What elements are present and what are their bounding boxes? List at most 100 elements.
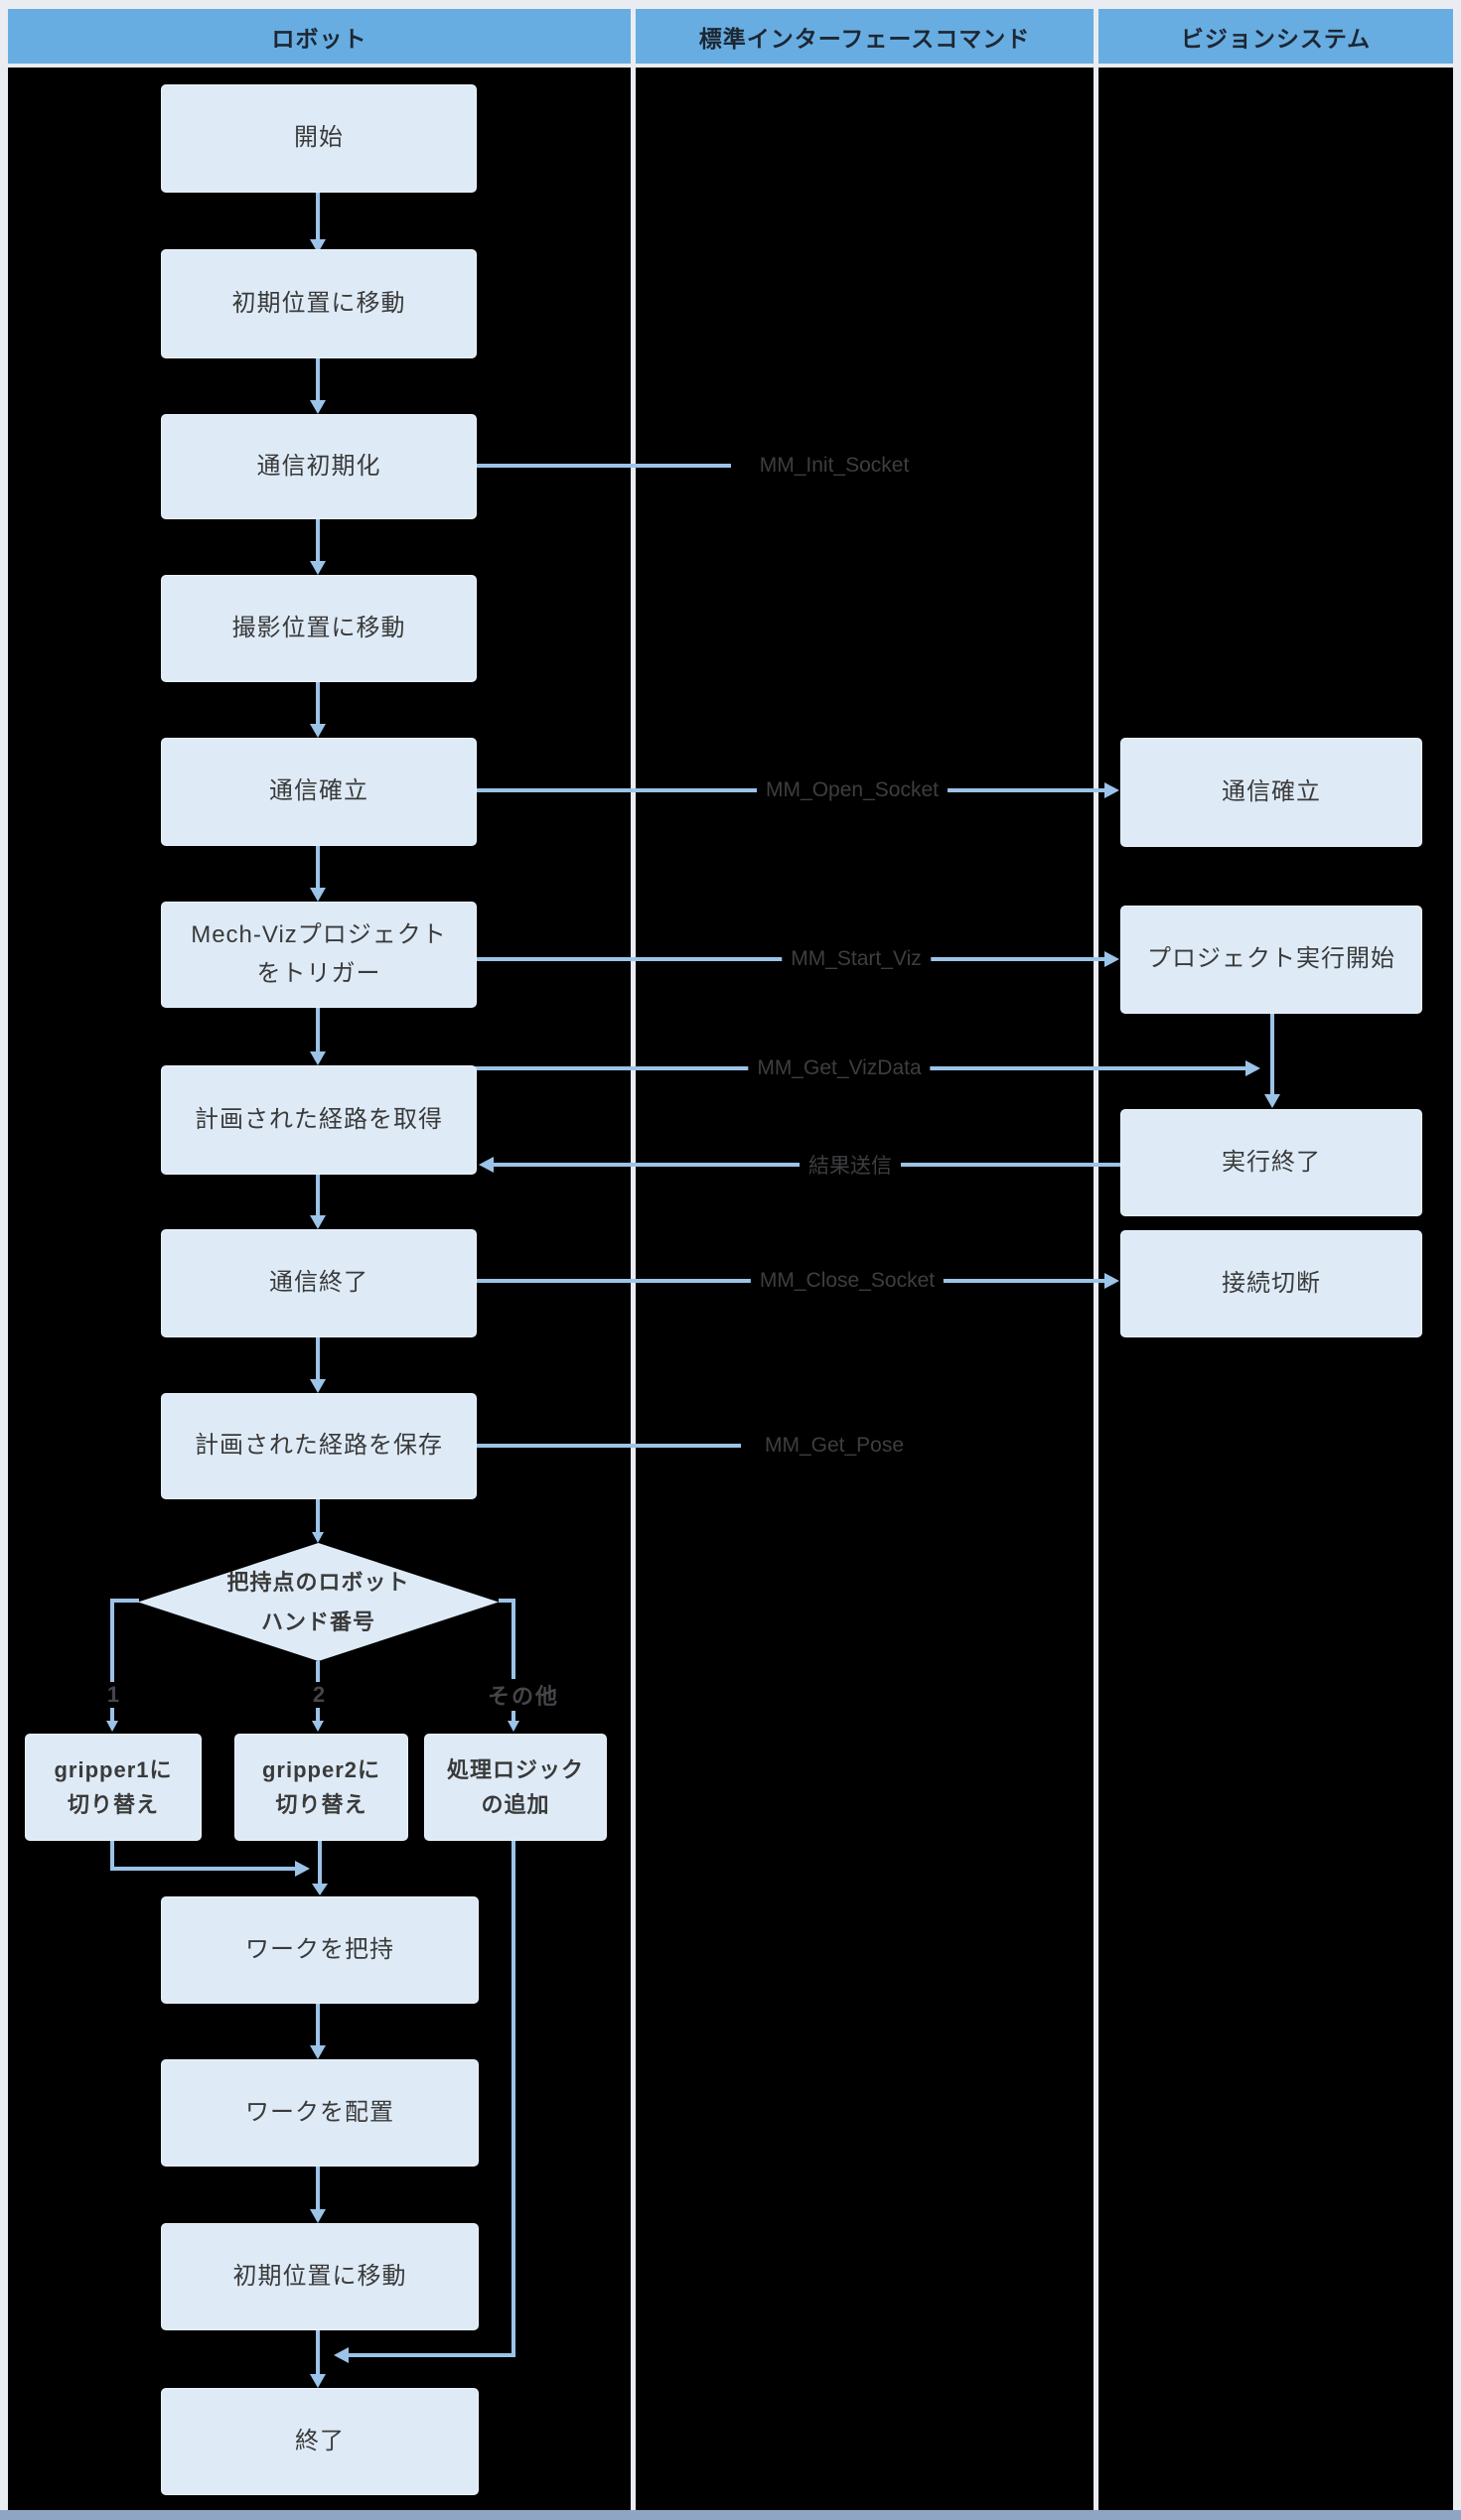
label-mm-start-viz: MM_Start_Viz bbox=[782, 945, 931, 973]
label-mm-init-socket-text: MM_Init_Socket bbox=[759, 454, 910, 477]
label-mm-start-viz-text: MM_Start_Viz bbox=[791, 947, 922, 970]
label-branch-other: その他 bbox=[482, 1679, 565, 1711]
lane-header-vision: ビジョンシステム bbox=[1098, 9, 1453, 64]
arrowhead-move2 bbox=[310, 2209, 326, 2223]
arrowhead-branch2 bbox=[312, 1721, 324, 1732]
node-get-planned-path: 計画された経路を取得 bbox=[161, 1065, 477, 1175]
arrowhead-gripper2 bbox=[312, 1884, 328, 1895]
arrowhead-close bbox=[310, 1215, 326, 1229]
node-switch-gripper1: gripper1に 切り替え bbox=[25, 1734, 202, 1841]
node-move-to-initial: 初期位置に移動 bbox=[161, 249, 477, 358]
label-mm-close-socket-text: MM_Close_Socket bbox=[759, 1269, 936, 1292]
node-vision-disconnect: 接続切断 bbox=[1120, 1230, 1422, 1337]
label-branch-1: 1 bbox=[101, 1682, 127, 1708]
arrowhead-establish bbox=[310, 724, 326, 738]
arrowhead-close-socket bbox=[1104, 1273, 1119, 1289]
label-mm-get-vizdata: MM_Get_VizData bbox=[748, 1054, 931, 1082]
node-vision-disconnect-label: 接続切断 bbox=[1222, 1269, 1321, 1297]
arrowhead-otherlogic-merge bbox=[334, 2347, 349, 2363]
arrowhead-capture bbox=[310, 561, 326, 575]
lane-divider-1 bbox=[631, 9, 636, 2510]
node-save-planned-path-label: 計画された経路を保存 bbox=[195, 1432, 443, 1460]
arrowhead-trigger bbox=[310, 888, 326, 902]
node-start-label: 開始 bbox=[294, 124, 344, 152]
node-vision-project-start-label: プロジェクト実行開始 bbox=[1147, 945, 1395, 973]
node-gripper-decision-label: 把持点のロボット ハンド番号 bbox=[226, 1569, 410, 1634]
lane-header-commands: 標準インターフェースコマンド bbox=[636, 9, 1094, 64]
lane-divider-2 bbox=[1094, 9, 1098, 2510]
node-switch-gripper1-label: gripper1に 切り替え bbox=[54, 1756, 173, 1817]
arrowhead-gripper1-merge bbox=[295, 1861, 310, 1877]
node-end-label: 終了 bbox=[295, 2427, 345, 2454]
node-move-to-capture-label: 撮影位置に移動 bbox=[231, 614, 406, 641]
node-establish-communication-label: 通信確立 bbox=[269, 777, 368, 805]
lane-header-vision-label: ビジョンシステム bbox=[1180, 25, 1372, 52]
node-grasp-workpiece-label: ワークを把持 bbox=[245, 1935, 394, 1963]
node-switch-gripper2: gripper2に 切り替え bbox=[234, 1734, 408, 1841]
frame-bottom bbox=[0, 2510, 1461, 2520]
arrowhead-decision bbox=[312, 1532, 324, 1543]
arrowhead-move bbox=[310, 239, 326, 253]
arrowhead-get-vizdata bbox=[1245, 1060, 1260, 1076]
label-mm-get-pose-text: MM_Get_Pose bbox=[764, 1434, 905, 1457]
arrowhead-end bbox=[310, 2374, 326, 2388]
label-mm-init-socket: MM_Init_Socket bbox=[750, 452, 919, 480]
label-send-result-text: 結果送信 bbox=[808, 1155, 892, 1178]
label-mm-open-socket-text: MM_Open_Socket bbox=[766, 778, 939, 801]
frame-left bbox=[0, 0, 8, 2520]
node-start: 開始 bbox=[161, 84, 477, 193]
node-trigger-mechviz: Mech-Vizプロジェクト をトリガー bbox=[161, 902, 477, 1008]
label-branch-2-text: 2 bbox=[312, 1682, 328, 1707]
node-grasp-workpiece: ワークを把持 bbox=[161, 1896, 479, 2004]
node-vision-execution-end: 実行終了 bbox=[1120, 1109, 1422, 1216]
node-switch-gripper2-label: gripper2に 切り替え bbox=[261, 1756, 381, 1817]
arrowhead-branchother bbox=[508, 1721, 519, 1732]
arrowhead-send-result bbox=[479, 1157, 494, 1173]
label-branch-1-text: 1 bbox=[106, 1682, 122, 1707]
node-vision-establish-communication: 通信確立 bbox=[1120, 738, 1422, 847]
arrowhead-execend bbox=[1264, 1094, 1280, 1108]
label-send-result: 結果送信 bbox=[800, 1148, 901, 1182]
label-branch-other-text: その他 bbox=[487, 1684, 560, 1709]
label-mm-close-socket: MM_Close_Socket bbox=[750, 1267, 945, 1295]
lane-header-robot-label: ロボット bbox=[271, 25, 367, 52]
label-branch-2: 2 bbox=[307, 1682, 333, 1708]
label-mm-open-socket: MM_Open_Socket bbox=[757, 776, 948, 804]
node-move-to-initial-label: 初期位置に移動 bbox=[231, 289, 406, 317]
node-init-communication-label: 通信初期化 bbox=[256, 452, 381, 480]
arrowhead-comminit bbox=[310, 400, 326, 414]
node-place-workpiece-label: ワークを配置 bbox=[245, 2098, 394, 2126]
label-mm-get-vizdata-text: MM_Get_VizData bbox=[757, 1056, 922, 1079]
node-vision-execution-end-label: 実行終了 bbox=[1222, 1148, 1321, 1176]
node-init-communication: 通信初期化 bbox=[161, 414, 477, 519]
node-move-to-initial-2: 初期位置に移動 bbox=[161, 2223, 479, 2330]
node-close-communication-label: 通信終了 bbox=[269, 1269, 368, 1297]
node-end: 終了 bbox=[161, 2388, 479, 2495]
connector-otherlogic-merge bbox=[348, 1839, 515, 2357]
node-move-to-capture: 撮影位置に移動 bbox=[161, 575, 477, 682]
frame-right bbox=[1453, 0, 1461, 2520]
arrowhead-place bbox=[310, 2045, 326, 2059]
node-place-workpiece: ワークを配置 bbox=[161, 2059, 479, 2167]
connector-gripper1-merge bbox=[110, 1839, 297, 1871]
node-vision-establish-communication-label: 通信確立 bbox=[1222, 777, 1321, 805]
node-move-to-initial-2-label: 初期位置に移動 bbox=[232, 2262, 407, 2290]
lane-header-commands-label: 標準インターフェースコマンド bbox=[698, 25, 1031, 52]
node-get-planned-path-label: 計画された経路を取得 bbox=[195, 1105, 443, 1133]
frame-top bbox=[0, 0, 1461, 9]
arrowhead-open-socket bbox=[1104, 782, 1119, 798]
node-vision-project-start: プロジェクト実行開始 bbox=[1120, 906, 1422, 1014]
node-close-communication: 通信終了 bbox=[161, 1229, 477, 1337]
arrowhead-save bbox=[310, 1379, 326, 1393]
arrowhead-branch1 bbox=[106, 1721, 118, 1732]
node-save-planned-path: 計画された経路を保存 bbox=[161, 1393, 477, 1499]
arrowhead-getpath bbox=[310, 1051, 326, 1065]
node-trigger-mechviz-label: Mech-Vizプロジェクト をトリガー bbox=[191, 921, 447, 987]
lane-header-robot: ロボット bbox=[8, 9, 631, 64]
node-establish-communication: 通信確立 bbox=[161, 738, 477, 846]
label-mm-get-pose: MM_Get_Pose bbox=[755, 1432, 914, 1460]
node-add-logic-label: 処理ロジック の追加 bbox=[446, 1756, 584, 1817]
node-add-logic: 処理ロジック の追加 bbox=[424, 1734, 607, 1841]
header-underline bbox=[0, 64, 1461, 68]
